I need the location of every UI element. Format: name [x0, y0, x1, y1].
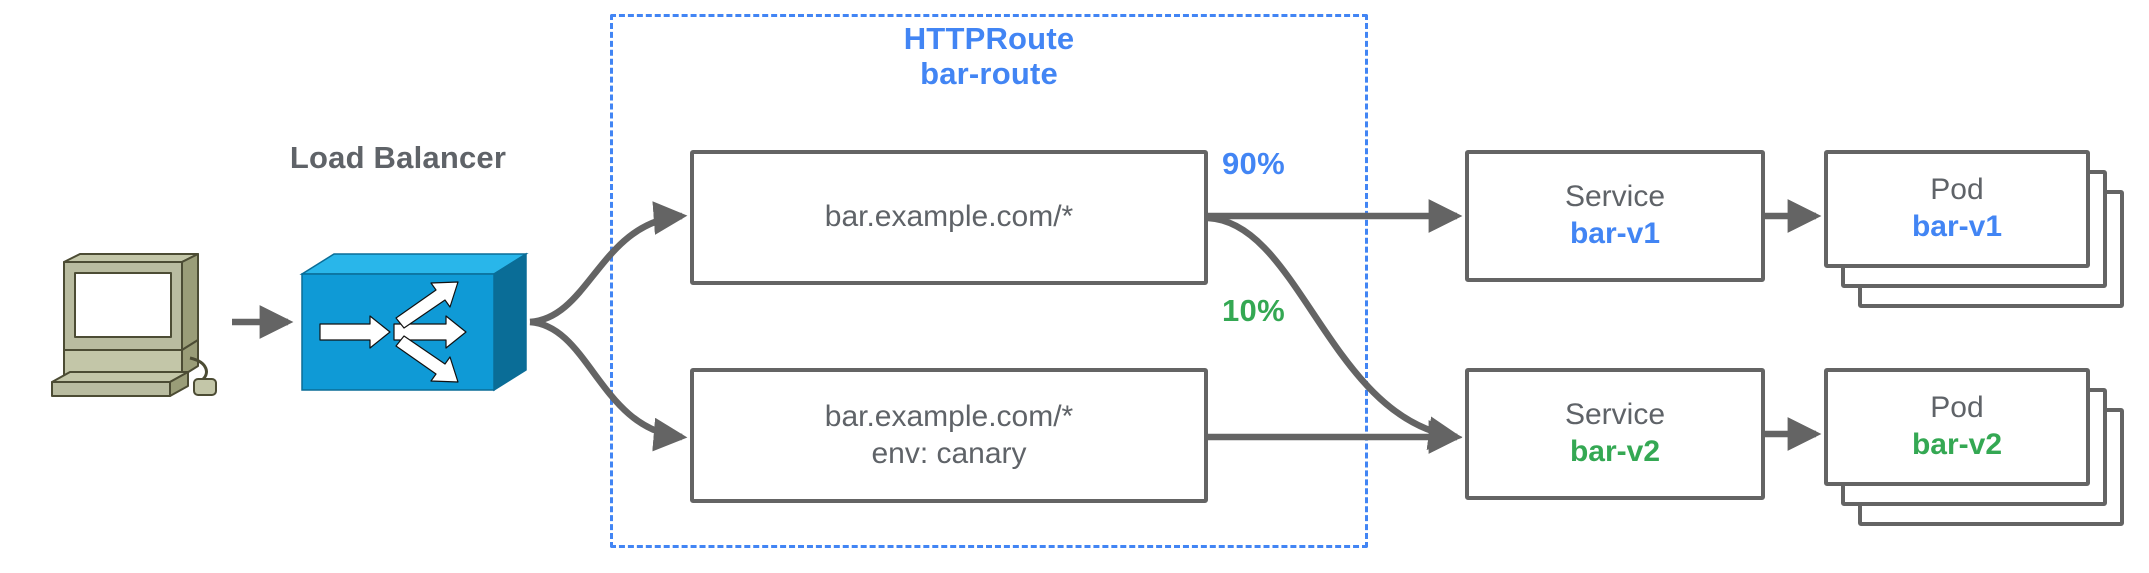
edge-lb-to-match-bottom: [529, 318, 688, 452]
edge-match-top-to-svc-v2: [1207, 214, 1463, 450]
route-match-hostname: bar.example.com/*: [824, 399, 1074, 433]
route-match-hostname: bar.example.com/*: [824, 200, 1074, 234]
edge-lb-to-match-top: [529, 201, 688, 326]
service-name-label: bar-v1: [1569, 217, 1661, 250]
service-kind-label: Service: [1564, 398, 1666, 432]
route-match-header: env: canary: [871, 436, 1027, 470]
weight-label-10: 10%: [1222, 293, 1285, 328]
pod-kind-label: Pod: [1930, 391, 1984, 425]
httproute-group-boundary: [610, 14, 1368, 548]
pod-stack-bar-v1[interactable]: Pod bar-v1: [1824, 150, 2124, 330]
route-match-box-default[interactable]: bar.example.com/*: [690, 150, 1208, 285]
pod-stack-bar-v2[interactable]: Pod bar-v2: [1824, 368, 2124, 548]
httproute-kind-label: HTTPRoute: [903, 21, 1075, 56]
network-switch-icon: [299, 252, 529, 392]
weight-label-90: 90%: [1222, 146, 1285, 181]
pod-stack-layer-front: Pod bar-v2: [1824, 368, 2090, 486]
service-box-bar-v2[interactable]: Service bar-v2: [1465, 368, 1765, 500]
service-name-label: bar-v2: [1569, 435, 1661, 468]
load-balancer-label: Load Balancer: [289, 140, 507, 175]
httproute-group-title: HTTPRoute bar-route: [610, 21, 1368, 91]
service-box-bar-v1[interactable]: Service bar-v1: [1465, 150, 1765, 282]
pod-name-label: bar-v2: [1911, 428, 2003, 461]
pod-stack-layer-front: Pod bar-v1: [1824, 150, 2090, 268]
desktop-computer-icon: [51, 253, 217, 397]
httproute-name-label: bar-route: [920, 55, 1058, 91]
pod-kind-label: Pod: [1930, 173, 1984, 207]
route-match-box-canary[interactable]: bar.example.com/* env: canary: [690, 368, 1208, 503]
pod-name-label: bar-v1: [1911, 210, 2003, 243]
service-kind-label: Service: [1564, 180, 1666, 214]
